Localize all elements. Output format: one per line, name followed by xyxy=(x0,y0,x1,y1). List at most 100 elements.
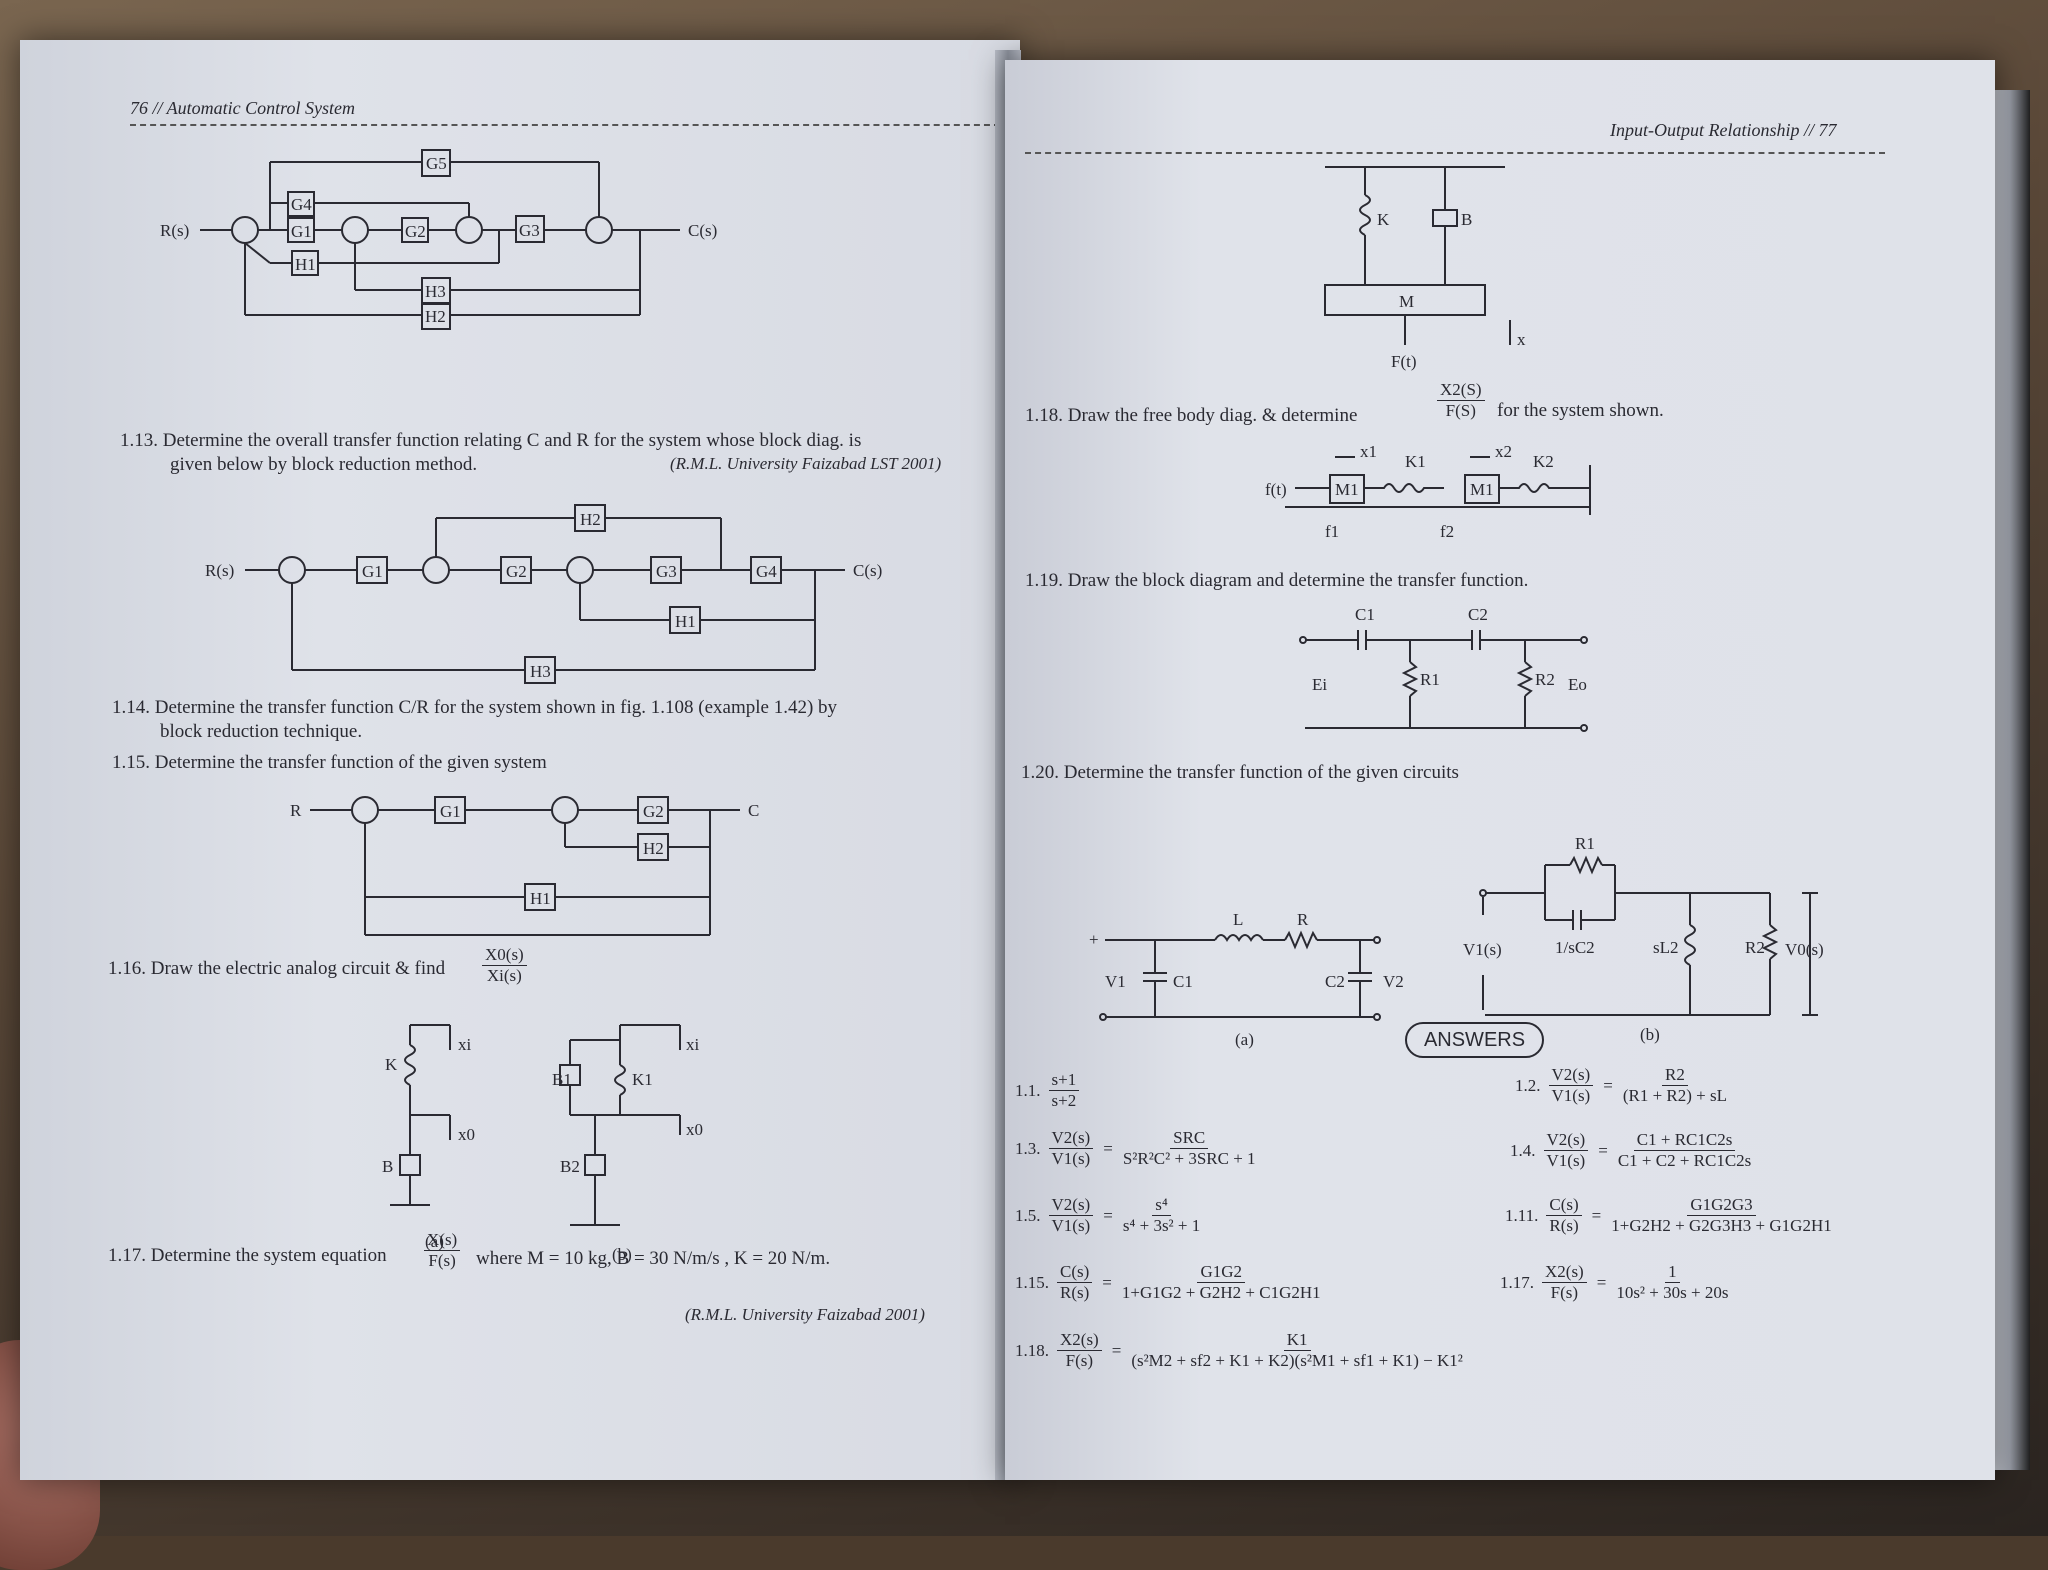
equals-sign: = xyxy=(1598,1140,1608,1160)
answer-number: 1.15. xyxy=(1015,1272,1049,1292)
equals-sign: = xyxy=(1591,1205,1602,1225)
header-rule xyxy=(130,124,1000,126)
block-diagram-2: R(s) C(s) G1 G2 G3 G4 H2 H1 H3 xyxy=(205,504,882,684)
answer-1-1: 1.1. s+1 s+2 xyxy=(1015,1070,1080,1111)
answer-rhs: G1G2 1+G1G2 + G2H2 + C1G2H1 xyxy=(1122,1262,1321,1303)
block-diagram-3: R C G1 G2 H2 H1 xyxy=(290,796,759,936)
q113-citation: (R.M.L. University Faizabad LST 2001) xyxy=(670,454,942,473)
answer-number: 1.11. xyxy=(1505,1205,1539,1225)
fig119-c1: C1 xyxy=(1355,605,1375,624)
d2-block-g4: G4 xyxy=(756,562,777,581)
q115-text: 1.15. Determine the transfer function of… xyxy=(112,752,547,773)
page-edges xyxy=(1990,90,2030,1470)
fig120a-c2: C2 xyxy=(1325,972,1345,991)
answer-rhs: s⁴ s⁴ + 3s² + 1 xyxy=(1123,1195,1200,1236)
q116-text: 1.16. Draw the electric analog circuit &… xyxy=(108,958,446,979)
fig120b-label: (b) xyxy=(1640,1025,1660,1044)
answer-den: 1+G1G2 + G2H2 + C1G2H1 xyxy=(1121,1283,1321,1302)
equals-sign: = xyxy=(1596,1272,1607,1292)
q113-line1: 1.13. Determine the overall transfer fun… xyxy=(120,430,862,451)
d1-block-g4: G4 xyxy=(291,195,312,214)
fig119-c2: C2 xyxy=(1468,605,1488,624)
answer-den: S²R²C² + 3SRC + 1 xyxy=(1122,1149,1256,1168)
fig120a-label: (a) xyxy=(1235,1030,1254,1049)
fig-1-18-mass-spring-damper: K B M F(t) x xyxy=(1324,166,1526,371)
fig119-ei: Ei xyxy=(1312,675,1327,694)
d1-block-g2: G2 xyxy=(405,222,426,241)
d2-block-g1: G1 xyxy=(362,562,383,581)
q114-line2: block reduction technique. xyxy=(160,721,363,742)
d2-block-g2: G2 xyxy=(506,562,527,581)
fig120b-vi: V1(s) xyxy=(1463,940,1502,959)
answer-num: C1 + RC1C2s xyxy=(1633,1130,1736,1151)
mech-b-b2: B2 xyxy=(560,1157,580,1176)
answer-den: C1 + C2 + RC1C2s xyxy=(1617,1151,1752,1170)
right-page: Input-Output Relationship // 77 K B M F(… xyxy=(1005,60,1995,1480)
answer-lhs: V2(s) V1(s) xyxy=(1048,1195,1094,1236)
q113-line2: given below by block reduction method. xyxy=(170,454,478,475)
d2-block-g3: G3 xyxy=(656,562,677,581)
right-page-header: Input-Output Relationship // 77 xyxy=(1610,120,1837,140)
fig-1-20b-rlc-circuit: R1 1/sC2 sL2 R2 V1(s) V0(s) (b) xyxy=(1463,834,1824,1044)
d3-block-g1: G1 xyxy=(440,802,461,821)
d2-output-label: C(s) xyxy=(853,561,882,580)
answer-lhs-den: V1(s) xyxy=(1051,1149,1091,1168)
d1-block-g5: G5 xyxy=(426,154,447,173)
answer-1-18: 1.18. X2(s) F(s) = K1 (s²M2 + sf2 + K1 +… xyxy=(1015,1330,1463,1371)
answer-num: G1G2G3 xyxy=(1687,1195,1756,1216)
q118-fraction: X2(S) F(S) xyxy=(1437,380,1485,421)
q118-text: 1.18. Draw the free body diag. & determi… xyxy=(1025,405,1358,426)
answer-lhs: V2(s) V1(s) xyxy=(1048,1128,1094,1169)
answer-num: 1 xyxy=(1665,1262,1680,1283)
q117-frac-den: F(s) xyxy=(428,1251,456,1270)
answer-lhs: X2(s) F(s) xyxy=(1542,1262,1587,1303)
answer-lhs-den: F(s) xyxy=(1065,1351,1094,1370)
q117-frac-num: X(s) xyxy=(424,1230,461,1251)
answer-1-3: 1.3. V2(s) V1(s) = SRC S²R²C² + 3SRC + 1 xyxy=(1015,1128,1256,1169)
answer-lhs-den: R(s) xyxy=(1060,1283,1090,1302)
left-page: 76 // Automatic Control System xyxy=(20,40,1020,1480)
q116-frac-num: X0(s) xyxy=(482,945,527,966)
fig118-m: M xyxy=(1399,292,1414,311)
answer-den: s⁴ + 3s² + 1 xyxy=(1122,1216,1201,1235)
answer-1-11: 1.11. C(s) R(s) = G1G2G3 1+G2H2 + G2G3H3… xyxy=(1505,1195,1832,1236)
fig120b-vo: V0(s) xyxy=(1785,940,1824,959)
answer-num: s⁴ xyxy=(1152,1195,1171,1216)
answer-rhs: 1 10s² + 30s + 20s xyxy=(1616,1262,1728,1303)
answer-number: 1.4. xyxy=(1510,1140,1536,1160)
fig119-eo: Eo xyxy=(1568,675,1587,694)
answer-lhs-den: V1(s) xyxy=(1551,1086,1591,1105)
answer-1-5: 1.5. V2(s) V1(s) = s⁴ s⁴ + 3s² + 1 xyxy=(1015,1195,1200,1236)
answer-number: 1.5. xyxy=(1015,1205,1041,1225)
q118-frac-num: X2(S) xyxy=(1437,380,1485,401)
equals-sign: = xyxy=(1111,1340,1122,1360)
answer-lhs-num: C(s) xyxy=(1546,1195,1582,1216)
left-page-header: 76 // Automatic Control System xyxy=(130,98,355,118)
mech-a-xi: xi xyxy=(458,1035,472,1054)
fig-1-19-rc-circuit: C1 C2 R1 R2 Ei Eo xyxy=(1299,605,1588,732)
d3-output-label: C xyxy=(748,801,759,820)
equals-sign: = xyxy=(1603,1075,1613,1095)
answers-title: ANSWERS xyxy=(1405,1022,1544,1058)
answer-number: 1.3. xyxy=(1015,1138,1041,1158)
d3-input-label: R xyxy=(290,801,302,820)
q114-line1: 1.14. Determine the transfer function C/… xyxy=(112,697,838,718)
fig120b-r2: R2 xyxy=(1745,938,1765,957)
answer-number: 1.18. xyxy=(1015,1340,1049,1360)
q117-fraction: X(s) F(s) xyxy=(424,1230,461,1271)
fig-1-20a-lc-circuit: + L R V1 C1 C2 V2 (a) xyxy=(1089,910,1404,1049)
fig118-b: B xyxy=(1461,210,1472,229)
answer-lhs-num: V2(s) xyxy=(1048,1195,1094,1216)
mech-b-x0: x0 xyxy=(686,1120,703,1139)
d2-block-h3: H3 xyxy=(530,662,551,681)
answer-rhs: K1 (s²M2 + sf2 + K1 + K2)(s²M1 + sf1 + K… xyxy=(1131,1330,1463,1371)
mechanical-systems-1-16: K xi x0 B (a) B1 K1 xi x0 B2 (b) xyxy=(382,1024,703,1264)
equals-sign: = xyxy=(1102,1272,1112,1292)
mech-b-k1: K1 xyxy=(632,1070,653,1089)
answer-lhs-num: V2(s) xyxy=(1048,1128,1094,1149)
d3-block-h2: H2 xyxy=(643,839,664,858)
fig118-m2: M1 xyxy=(1470,480,1494,499)
fig120a-v2: V2 xyxy=(1383,972,1404,991)
d2-input-label: R(s) xyxy=(205,561,234,580)
fig118-k1: K1 xyxy=(1405,452,1426,471)
